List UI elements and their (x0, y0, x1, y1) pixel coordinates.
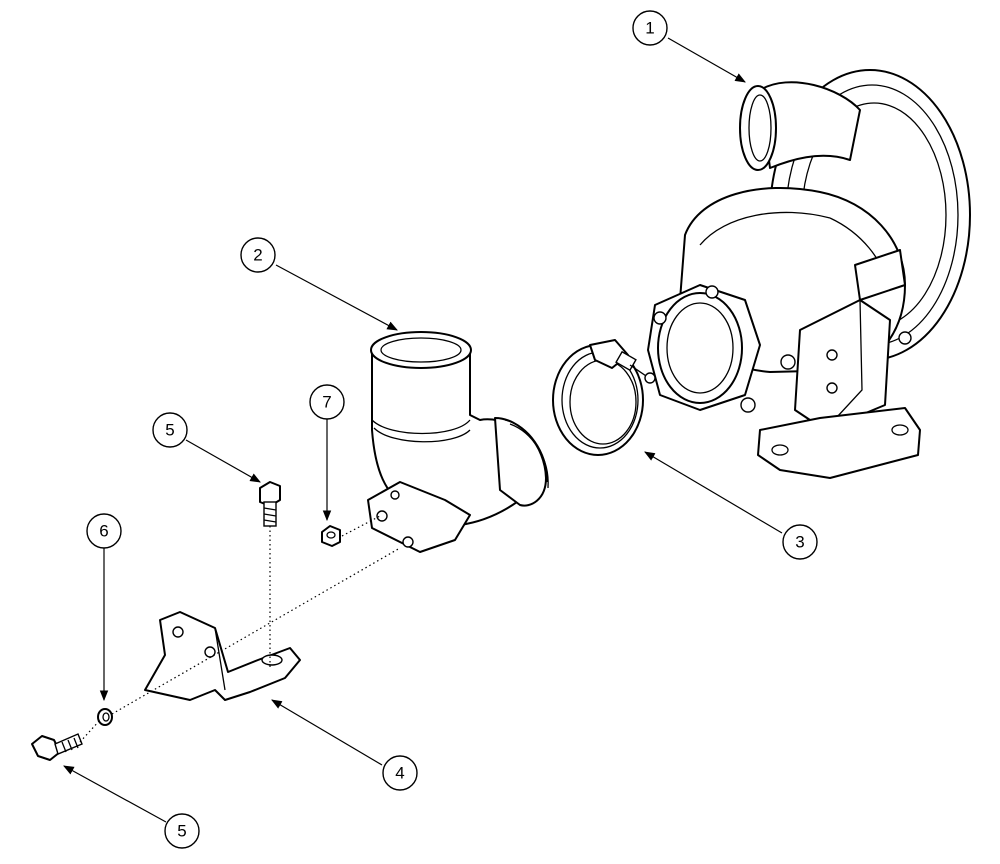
assembly-lines (79, 515, 401, 743)
callout-label-6: 6 (99, 522, 108, 541)
washer-part-6 (97, 708, 113, 726)
callout-label-5-upper: 5 (165, 421, 174, 440)
callout-label-4: 4 (395, 764, 404, 783)
callout-3: 3 (644, 451, 818, 560)
callout-label-2: 2 (253, 246, 262, 265)
nut-part-7 (321, 525, 341, 547)
callout-7: 7 (309, 384, 345, 522)
v-band-clamp-part-3 (552, 339, 656, 456)
callout-4: 4 (271, 699, 418, 791)
callout-5-upper: 5 (152, 412, 261, 483)
callout-label-1: 1 (645, 19, 654, 38)
callout-label-7: 7 (322, 393, 331, 412)
callout-1: 1 (632, 10, 746, 83)
callout-6: 6 (86, 513, 122, 702)
callout-label-5-lower: 5 (177, 822, 186, 841)
bolt-part-5-lower (31, 733, 83, 761)
turbocharger-part-1 (647, 69, 971, 479)
mounting-bracket-part-4 (144, 611, 301, 701)
callout-5-lower: 5 (63, 765, 200, 849)
bolt-part-5-upper (259, 481, 281, 527)
elbow-pipe-part-2 (367, 331, 549, 553)
callout-2: 2 (240, 237, 398, 331)
callout-label-3: 3 (795, 533, 804, 552)
